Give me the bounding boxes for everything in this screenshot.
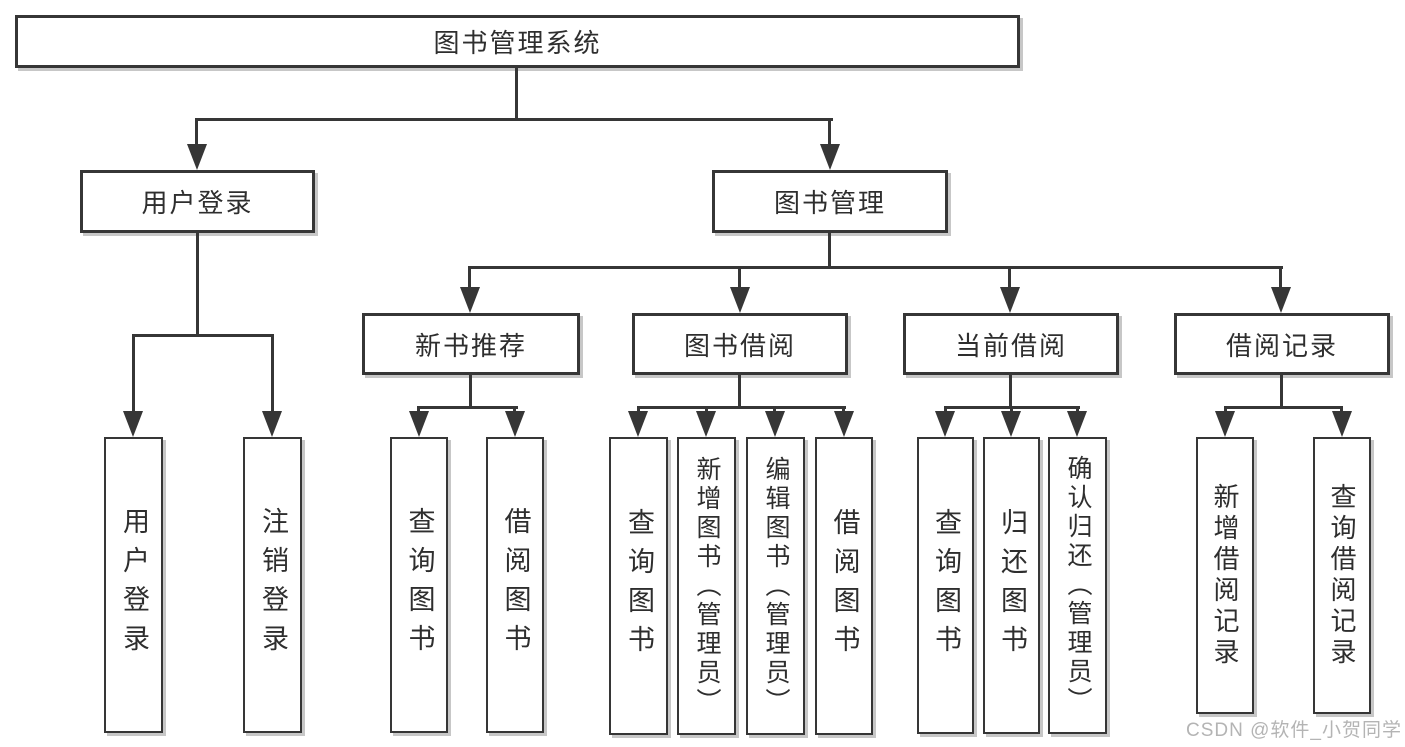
leaf-edit-books-admin: 编辑图书（管理员）: [746, 437, 805, 735]
watermark-csdn: CSDN @软件_小贺同学: [1186, 720, 1402, 741]
leaf-label: 注销登录: [258, 507, 288, 663]
leaf-query-borrow-record: 查询借阅记录: [1313, 437, 1371, 714]
arrow-down-icon: [1332, 411, 1352, 437]
leaf-return-books: 归还图书: [983, 437, 1040, 734]
connector-line: [773, 406, 776, 414]
arrow-down-icon: [730, 287, 750, 313]
connector-line: [417, 406, 518, 409]
connector-line: [705, 406, 708, 414]
connector-line: [738, 373, 741, 409]
node-label: 图书管理系统: [433, 28, 602, 58]
connector-line: [196, 231, 199, 336]
connector-line: [468, 266, 1283, 269]
arrow-down-icon: [696, 411, 716, 437]
connector-line: [271, 334, 274, 414]
connector-line: [944, 406, 947, 414]
leaf-add-books-admin: 新增图书（管理员）: [677, 437, 736, 735]
arrow-down-icon: [834, 411, 854, 437]
leaf-label: 查询图书: [624, 508, 654, 664]
leaf-label: 新增图书（管理员）: [693, 455, 721, 717]
arrow-down-icon: [1271, 287, 1291, 313]
connector-line: [132, 334, 135, 414]
connector-line: [195, 118, 833, 121]
leaf-label: 确认归还（管理员）: [1064, 455, 1092, 716]
connector-line: [637, 406, 640, 414]
leaf-label: 归还图书: [997, 507, 1027, 664]
connector-line: [637, 406, 846, 409]
arrow-down-icon: [820, 144, 840, 170]
connector-line: [828, 231, 831, 269]
leaf-label: 查询图书: [404, 507, 435, 663]
leaf-query-books-current: 查询图书: [917, 437, 974, 734]
connector-line: [1279, 266, 1282, 290]
leaf-label: 编辑图书（管理员）: [762, 455, 790, 717]
arrow-down-icon: [505, 411, 525, 437]
connector-line: [1340, 406, 1343, 414]
connector-line: [469, 373, 472, 409]
connector-line: [1076, 406, 1079, 414]
node-label: 新书推荐: [414, 330, 527, 361]
arrow-down-icon: [1215, 411, 1235, 437]
leaf-label: 借阅图书: [500, 507, 531, 663]
leaf-label: 查询借阅记录: [1327, 482, 1357, 669]
connector-line: [468, 266, 471, 290]
node-current-borrowing: 当前借阅: [903, 313, 1119, 375]
arrow-down-icon: [1000, 287, 1020, 313]
arrow-down-icon: [935, 411, 955, 437]
leaf-borrow-books: 借阅图书: [815, 437, 873, 735]
arrow-down-icon: [1001, 411, 1021, 437]
leaf-label: 用户登录: [119, 507, 149, 663]
leaf-query-books-borrowing: 查询图书: [609, 437, 668, 735]
node-new-book-recommend: 新书推荐: [362, 313, 580, 375]
node-library-management-system: 图书管理系统: [15, 15, 1020, 68]
node-label: 图书借阅: [683, 330, 796, 361]
connector-line: [828, 118, 831, 146]
connector-line: [1224, 406, 1343, 409]
node-book-management: 图书管理: [712, 170, 948, 233]
leaf-user-login: 用户登录: [104, 437, 163, 733]
connector-line: [1280, 373, 1283, 409]
leaf-query-books-recommend: 查询图书: [390, 437, 448, 733]
arrow-down-icon: [460, 287, 480, 313]
arrow-down-icon: [123, 411, 143, 437]
node-borrowing-records: 借阅记录: [1174, 313, 1390, 375]
arrow-down-icon: [187, 144, 207, 170]
connector-line: [417, 406, 420, 414]
node-label: 图书管理: [773, 188, 886, 218]
arrow-down-icon: [1067, 411, 1087, 437]
arrow-down-icon: [765, 411, 785, 437]
arrow-down-icon: [409, 411, 429, 437]
leaf-confirm-return-admin: 确认归还（管理员）: [1048, 437, 1107, 734]
connector-line: [132, 334, 274, 337]
leaf-borrow-books-recommend: 借阅图书: [486, 437, 544, 733]
connector-line: [1224, 406, 1227, 414]
connector-line: [1008, 266, 1011, 290]
arrow-down-icon: [262, 411, 282, 437]
node-label: 当前借阅: [954, 330, 1067, 361]
leaf-label: 借阅图书: [829, 508, 860, 664]
connector-line: [738, 266, 741, 290]
leaf-logout: 注销登录: [243, 437, 302, 733]
connector-line: [195, 118, 198, 146]
node-label: 借阅记录: [1225, 330, 1338, 361]
leaf-label: 查询图书: [931, 507, 961, 664]
arrow-down-icon: [628, 411, 648, 437]
leaf-label: 新增借阅记录: [1210, 482, 1240, 669]
node-book-borrowing: 图书借阅: [632, 313, 848, 375]
connector-line: [513, 406, 516, 414]
connector-line: [1009, 373, 1012, 409]
connector-line: [1010, 406, 1013, 414]
node-user-login: 用户登录: [80, 170, 315, 233]
node-label: 用户登录: [141, 188, 254, 218]
leaf-add-borrow-record: 新增借阅记录: [1196, 437, 1254, 714]
connector-line: [842, 406, 845, 414]
connector-line: [515, 66, 518, 121]
